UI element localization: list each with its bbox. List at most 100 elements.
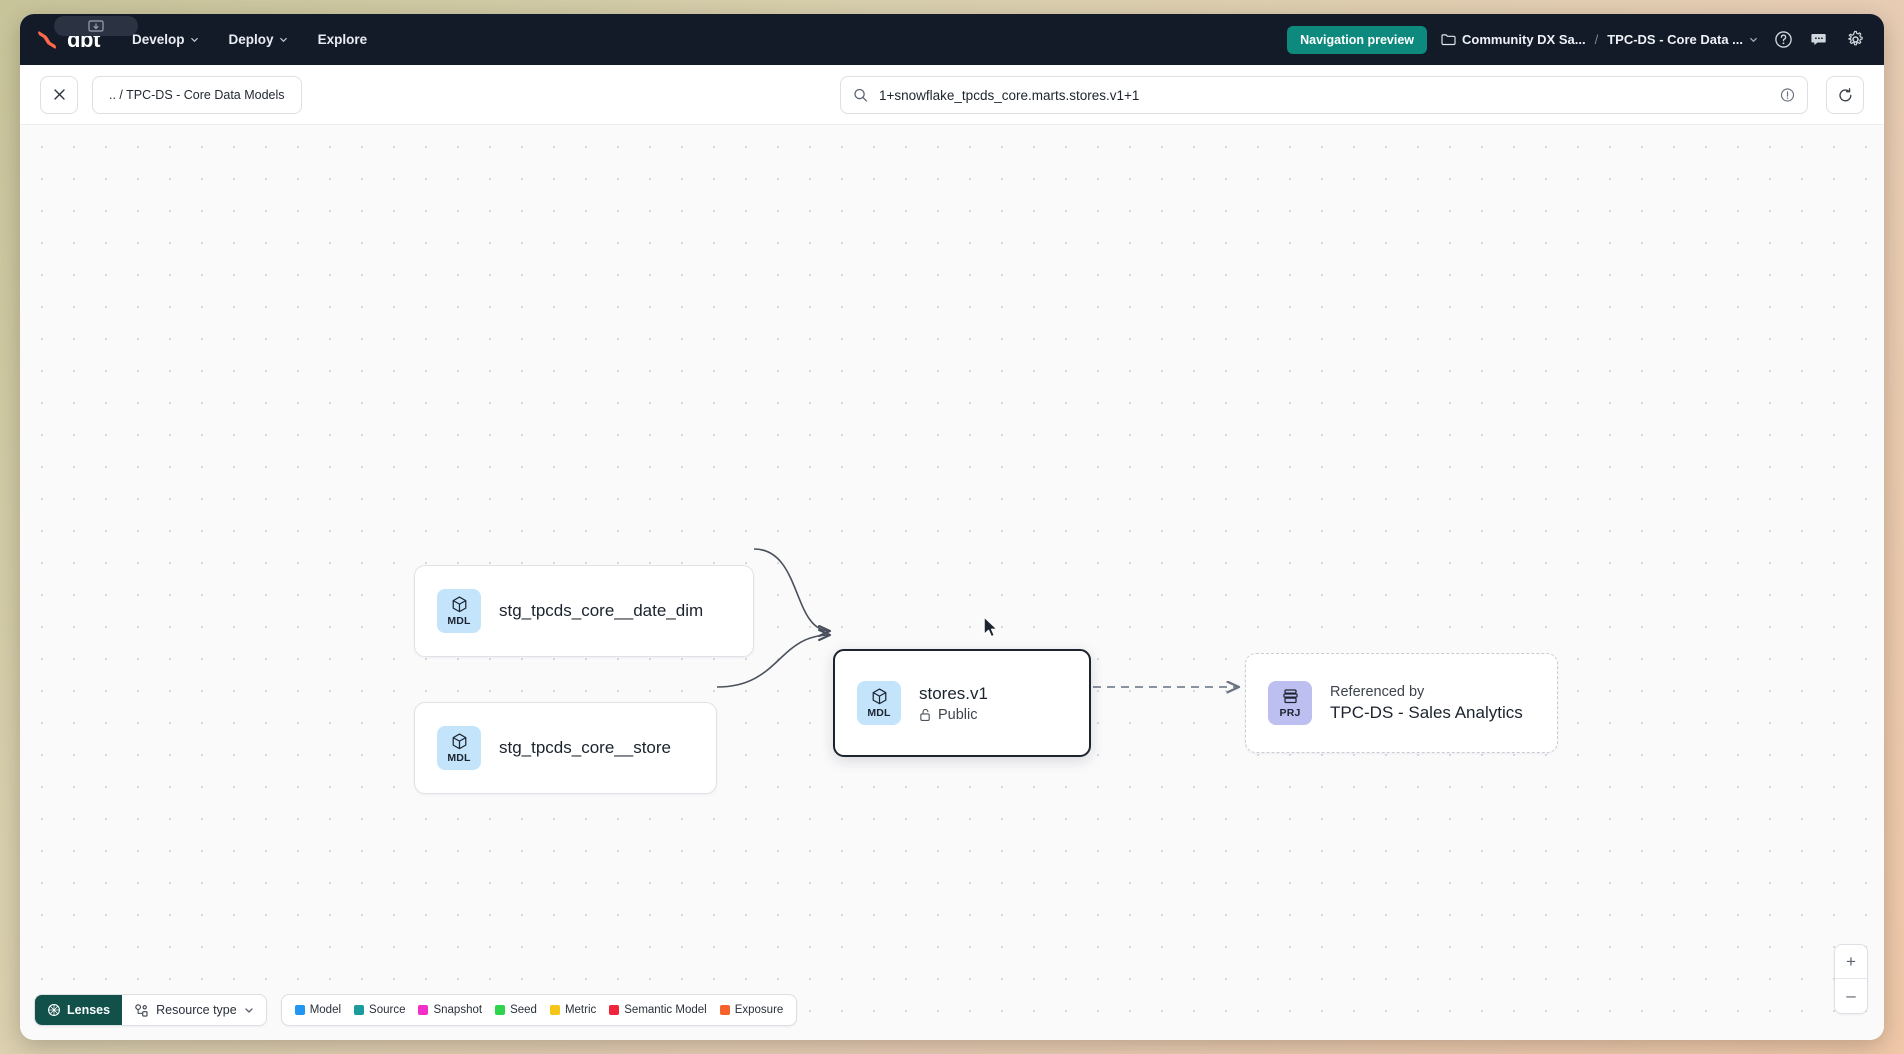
cube-icon	[452, 596, 466, 613]
legend-swatch-seed	[495, 1005, 506, 1015]
lenses-button[interactable]: Lenses	[35, 995, 123, 1025]
cube-icon	[452, 733, 466, 750]
lineage-node-sales-analytics[interactable]: PRJ Referenced by TPC-DS - Sales Analyti…	[1245, 653, 1558, 753]
lenses-control-group: Lenses Resource type	[34, 994, 267, 1026]
folder-icon	[1441, 34, 1456, 46]
lineage-edges	[716, 548, 1884, 1040]
legend-item-exposure: Exposure	[719, 1004, 784, 1016]
legend-label-semantic-model: Semantic Model	[624, 1004, 707, 1016]
resource-type-legend: Model Source Snapshot Seed Metric	[280, 994, 798, 1026]
legend-swatch-snapshot	[418, 1005, 429, 1015]
close-icon	[53, 89, 65, 100]
breadcrumb-project[interactable]: TPC-DS - Core Data ...	[1607, 32, 1758, 47]
refresh-icon	[1838, 87, 1851, 101]
node-title: stg_tpcds_core__date_dim	[499, 601, 704, 620]
lineage-node-date-dim[interactable]: MDL stg_tpcds_core__date_dim	[414, 565, 754, 657]
legend-item-semantic-model: Semantic Model	[609, 1004, 707, 1016]
account-breadcrumb: Community DX Sa... / TPC-DS - Core Data …	[1441, 32, 1758, 47]
zoom-out-button[interactable]: –	[1835, 979, 1867, 1013]
window-titlebar-nub	[54, 16, 138, 36]
lineage-canvas[interactable]: MDL stg_tpcds_core__date_dim MDL stg_tpc…	[20, 125, 1884, 1040]
node-badge-model: MDL	[437, 726, 481, 770]
node-kicker: Referenced by	[1330, 683, 1425, 700]
legend-swatch-exposure	[719, 1005, 730, 1015]
legend-label-exposure: Exposure	[734, 1004, 784, 1016]
zoom-in-button[interactable]: +	[1835, 945, 1867, 979]
refresh-lineage-button[interactable]	[1826, 76, 1864, 114]
breadcrumb-separator: /	[1594, 32, 1599, 47]
nav-item-develop[interactable]: Develop	[130, 27, 201, 52]
node-title: stg_tpcds_core__store	[499, 738, 671, 757]
node-badge-project: PRJ	[1268, 681, 1312, 725]
dbt-logo-icon	[38, 30, 56, 49]
browser-window: dbt Develop Deploy Explore Navigation pr…	[20, 14, 1884, 1040]
node-access-label: Public	[938, 706, 978, 723]
lineage-node-stores-v1[interactable]: MDL stores.v1 Public	[833, 649, 1091, 757]
node-badge-label: MDL	[447, 752, 471, 764]
lineage-node-store[interactable]: MDL stg_tpcds_core__store	[414, 702, 717, 794]
legend-swatch-model	[294, 1005, 305, 1015]
help-icon[interactable]	[1772, 29, 1794, 51]
legend-label-metric: Metric	[564, 1004, 597, 1016]
legend-label-source: Source	[369, 1004, 406, 1016]
lenses-label: Lenses	[67, 1003, 111, 1017]
lineage-search-wrapper	[840, 76, 1808, 114]
feedback-icon[interactable]	[1808, 29, 1830, 51]
node-badge-label: MDL	[447, 615, 471, 627]
lineage-bottom-controls: Lenses Resource type Model	[34, 994, 798, 1026]
node-access-badge: Public	[919, 707, 988, 723]
close-lineage-button[interactable]	[40, 75, 78, 114]
lineage-toolbar: .. / TPC-DS - Core Data Models	[20, 65, 1884, 125]
settings-icon[interactable]	[1844, 29, 1866, 51]
info-icon[interactable]	[1780, 88, 1795, 103]
legend-item-seed: Seed	[495, 1004, 537, 1016]
node-text-group: stg_tpcds_core__date_dim	[499, 601, 703, 621]
mouse-cursor	[983, 616, 998, 638]
node-title: stores.v1	[919, 683, 988, 703]
breadcrumb-account-label: Community DX Sa...	[1462, 32, 1586, 47]
nodes-icon	[135, 1003, 148, 1017]
top-navigation-bar: dbt Develop Deploy Explore Navigation pr…	[20, 14, 1884, 65]
nav-item-deploy-label: Deploy	[228, 32, 274, 47]
legend-item-source: Source	[354, 1004, 405, 1016]
breadcrumb-account[interactable]: Community DX Sa...	[1441, 32, 1586, 47]
legend-label-model: Model	[309, 1004, 342, 1016]
navigation-preview-button[interactable]: Navigation preview	[1287, 25, 1428, 54]
node-badge-model: MDL	[437, 589, 481, 633]
lens-icon	[48, 1004, 60, 1016]
nav-item-deploy[interactable]: Deploy	[227, 27, 290, 52]
legend-label-seed: Seed	[510, 1004, 537, 1016]
unlock-icon	[920, 708, 930, 721]
help-circle-icon	[1774, 31, 1792, 48]
node-title: TPC-DS - Sales Analytics	[1330, 702, 1523, 722]
legend-item-metric: Metric	[549, 1004, 597, 1016]
chevron-down-icon	[1750, 37, 1757, 42]
zoom-controls: + –	[1834, 944, 1868, 1014]
node-text-group: stg_tpcds_core__store	[499, 738, 671, 758]
node-text-group: stores.v1 Public	[919, 684, 988, 723]
lineage-search-input[interactable]	[879, 87, 1769, 103]
gear-icon	[1847, 30, 1863, 46]
node-badge-label: PRJ	[1279, 707, 1301, 719]
window-tab-icon	[88, 20, 104, 32]
chevron-down-icon	[245, 1008, 253, 1013]
topnav-right-group: Navigation preview Community DX Sa... / …	[1287, 25, 1866, 54]
node-badge-label: MDL	[867, 707, 891, 719]
legend-swatch-metric	[549, 1005, 560, 1015]
resource-type-label: Resource type	[156, 1003, 237, 1017]
nav-item-develop-label: Develop	[132, 32, 185, 47]
node-text-group: Referenced by TPC-DS - Sales Analytics	[1330, 684, 1523, 723]
resource-type-button[interactable]: Resource type	[122, 995, 266, 1025]
project-icon	[1282, 689, 1298, 704]
nav-item-explore[interactable]: Explore	[316, 27, 370, 52]
legend-swatch-semantic-model	[609, 1005, 620, 1015]
search-icon	[854, 88, 868, 102]
legend-label-snapshot: Snapshot	[433, 1004, 483, 1016]
legend-item-snapshot: Snapshot	[418, 1004, 482, 1016]
nav-item-explore-label: Explore	[317, 32, 368, 47]
chevron-down-icon	[279, 37, 287, 42]
lineage-search-box[interactable]	[840, 76, 1808, 114]
chat-bubble-icon	[1810, 33, 1826, 46]
breadcrumb-path-button[interactable]: .. / TPC-DS - Core Data Models	[92, 75, 302, 114]
node-badge-model: MDL	[857, 681, 901, 725]
